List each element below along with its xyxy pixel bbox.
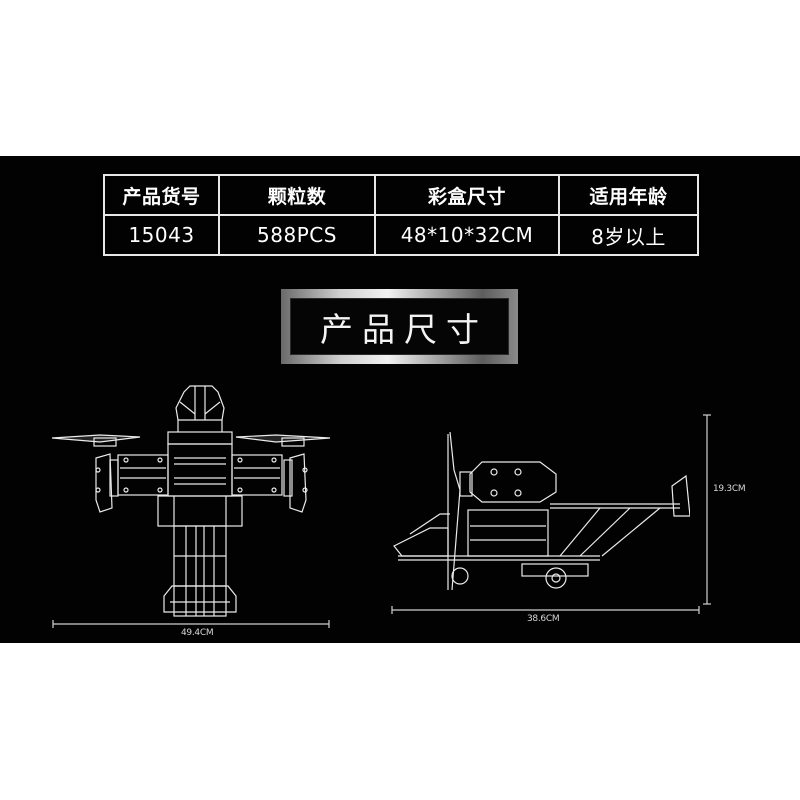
header-age: 适用年龄 (558, 174, 699, 216)
spec-table: 产品货号 颗粒数 彩盒尺寸 适用年龄 15043 588PCS 48*10*32… (103, 174, 699, 256)
header-piece-count: 颗粒数 (218, 174, 376, 216)
side-height-label: 19.3CM (713, 484, 746, 494)
value-age: 8岁以上 (558, 214, 699, 256)
front-view-drawing (51, 385, 331, 617)
header-box-size: 彩盒尺寸 (374, 174, 560, 216)
spec-value-row: 15043 588PCS 48*10*32CM 8岁以上 (103, 214, 699, 256)
value-piece-count: 588PCS (218, 214, 376, 256)
section-title: 产品尺寸 (320, 309, 488, 349)
spec-header-row: 产品货号 颗粒数 彩盒尺寸 适用年龄 (103, 174, 699, 216)
side-length-label: 38.6CM (527, 614, 560, 624)
side-view-drawing (393, 431, 690, 590)
value-item-number: 15043 (103, 214, 220, 256)
section-title-frame: 产品尺寸 (281, 289, 518, 364)
value-box-size: 48*10*32CM (374, 214, 560, 256)
front-width-label: 49.4CM (181, 628, 214, 638)
header-item-number: 产品货号 (103, 174, 220, 216)
